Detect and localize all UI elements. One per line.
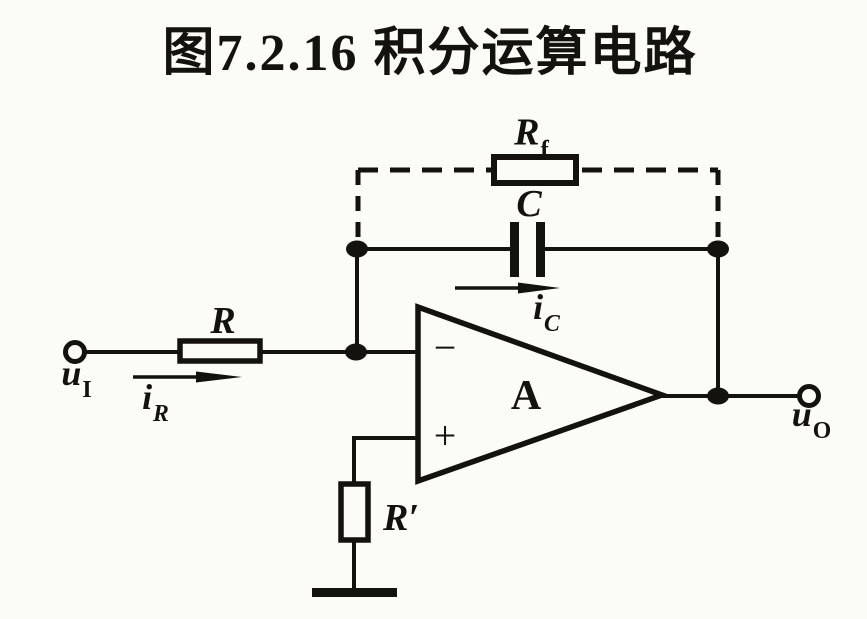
opamp-triangle bbox=[415, 303, 671, 485]
label-input-current: iR bbox=[142, 377, 169, 428]
label-feedback-resistor: Rf bbox=[514, 111, 549, 164]
label-opamp-gain: A bbox=[510, 373, 542, 419]
label-capacitor: C bbox=[516, 183, 542, 225]
balance-resistor-body bbox=[338, 481, 371, 543]
capacitor-plate-left bbox=[510, 222, 519, 277]
label-output-voltage: uO bbox=[791, 394, 832, 445]
junction-dot-top-right bbox=[707, 240, 729, 258]
input-resistor-body bbox=[177, 338, 263, 364]
label-noninverting-input: + bbox=[433, 413, 457, 458]
capacitor-current-arrowhead bbox=[518, 282, 560, 294]
output-terminal bbox=[797, 384, 821, 408]
label-balance-resistor: R′ bbox=[382, 497, 420, 539]
feedback-resistor-body bbox=[491, 154, 579, 186]
input-current-arrowhead bbox=[196, 371, 242, 383]
junction-dot-top-left bbox=[346, 240, 368, 258]
label-inverting-input: − bbox=[433, 325, 457, 370]
capacitor-plate-right bbox=[536, 222, 545, 277]
junction-dot-output bbox=[707, 387, 729, 405]
label-input-voltage: uI bbox=[61, 353, 92, 404]
input-terminal bbox=[63, 340, 87, 364]
label-input-resistor: R bbox=[210, 300, 236, 342]
figure-title: 图7.2.16 积分运算电路 bbox=[162, 25, 698, 82]
label-capacitor-current: iC bbox=[533, 287, 560, 338]
noninverting-input-wire bbox=[352, 436, 418, 484]
junction-dot-inverting-input bbox=[345, 343, 367, 361]
